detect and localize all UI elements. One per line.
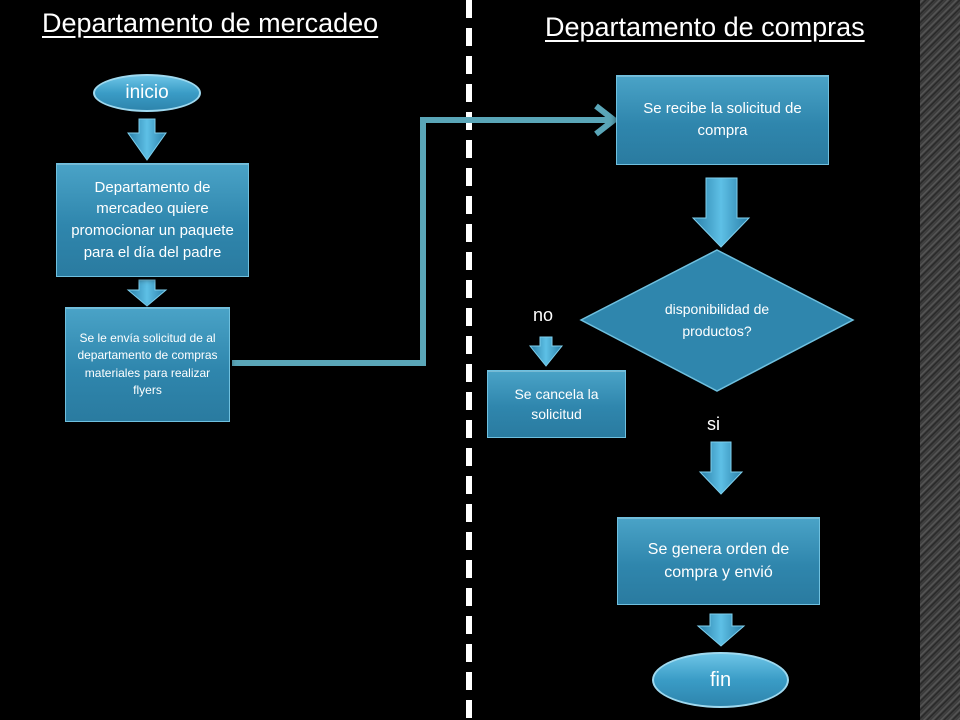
down-arrow-yes — [698, 441, 744, 495]
step-send-request: Se le envía solicitud de al departamento… — [65, 307, 230, 422]
edge-texture — [920, 0, 960, 720]
cross-lane-connector — [232, 117, 612, 366]
step-generate-order: Se genera orden de compra y envió — [617, 517, 820, 605]
down-arrow-2 — [126, 279, 168, 307]
down-arrow-end — [696, 613, 746, 647]
lane-divider — [466, 0, 472, 720]
lane-title-marketing: Departamento de mercadeo — [42, 8, 379, 38]
start-node: inicio — [93, 74, 201, 112]
down-arrow-no — [528, 336, 564, 367]
step-cancel-request: Se cancela la solicitud — [487, 370, 626, 438]
connector-arrowhead — [594, 103, 619, 137]
branch-no-label: no — [533, 305, 554, 325]
end-node: fin — [652, 652, 789, 708]
lane-title-purchasing: Departamento de compras — [545, 12, 865, 42]
down-arrow-3 — [691, 177, 751, 248]
down-arrow-1 — [127, 118, 167, 161]
step-marketing-promotion: Departamento de mercadeo quiere promocio… — [56, 163, 249, 277]
decision-label: disponibilidad de productos? — [664, 301, 770, 339]
decision-diamond — [579, 249, 855, 392]
branch-yes-label: si — [707, 414, 720, 434]
step-receive-request: Se recibe la solicitud de compra — [616, 75, 829, 165]
